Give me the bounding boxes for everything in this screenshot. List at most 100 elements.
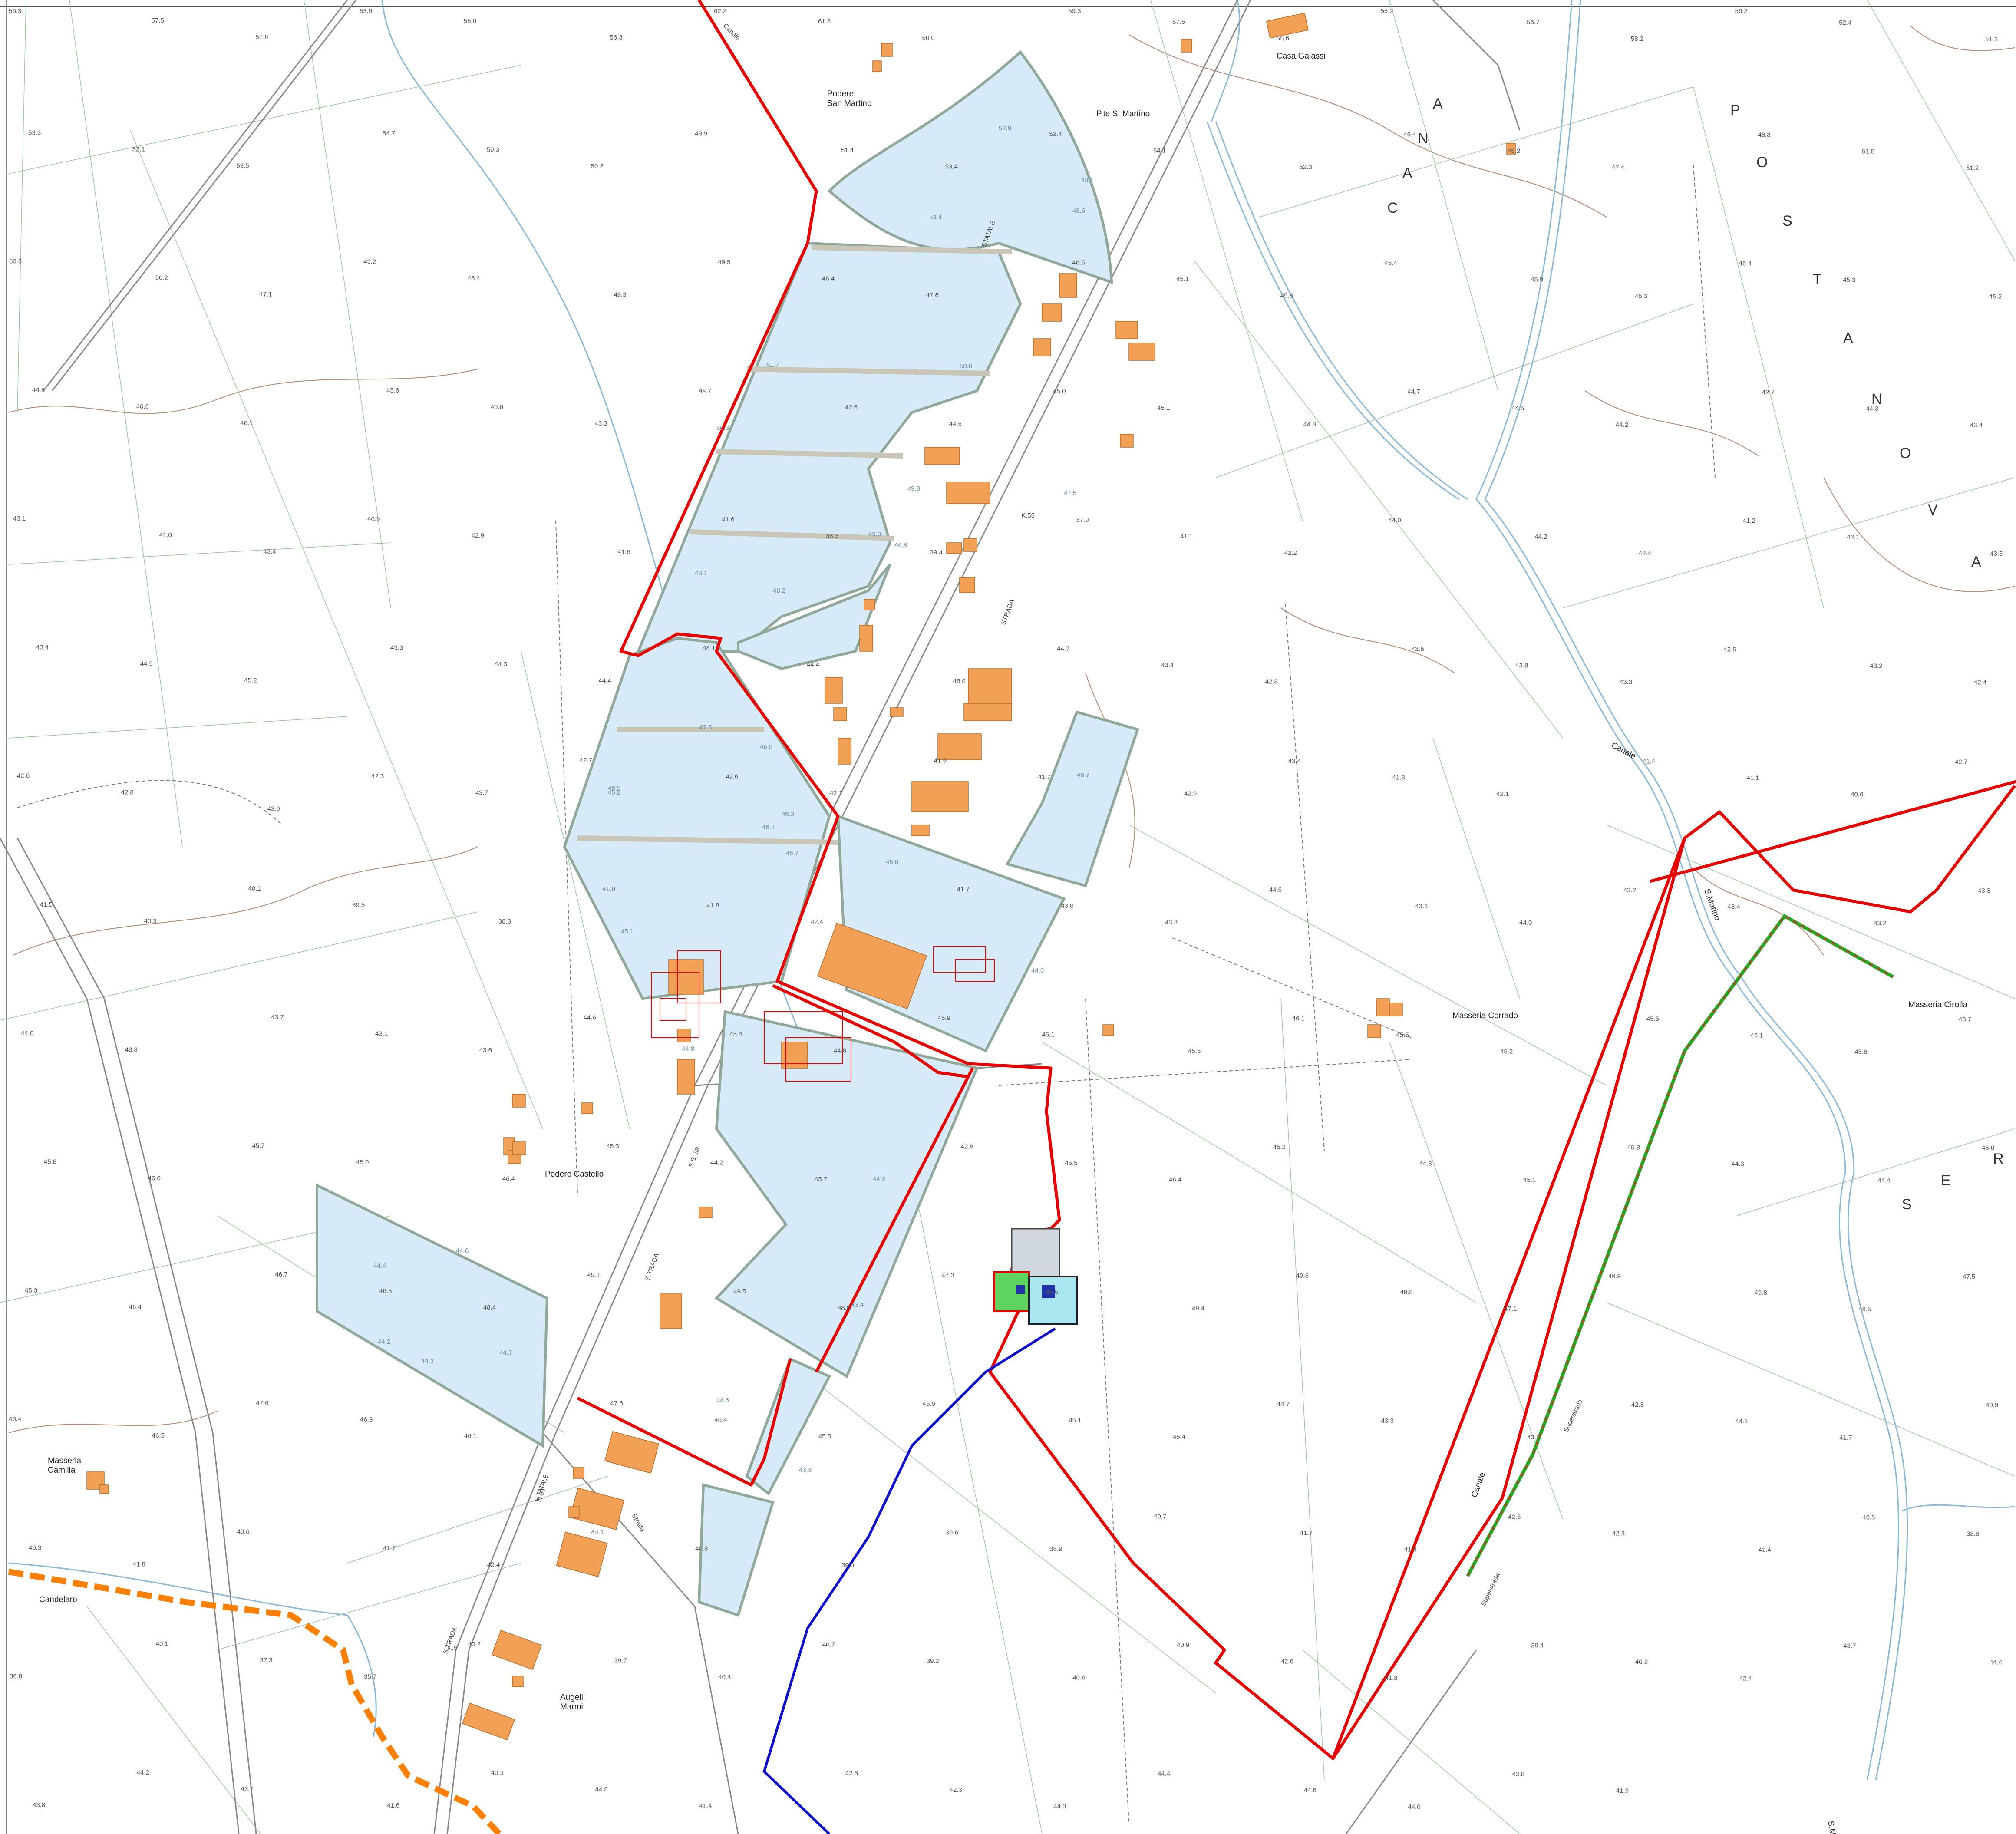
elevation-label: 42.8: [121, 789, 134, 796]
elevation-label: 47.1: [1504, 1305, 1517, 1313]
elevation-label: 45.0: [1053, 388, 1066, 395]
elevation-label: 40.7: [1154, 1513, 1166, 1520]
elevation-label: 48.3: [614, 291, 627, 299]
elevation-label: 41.7: [383, 1544, 396, 1552]
elevation-label: 45.1: [1042, 1031, 1054, 1038]
elevation-label: 49.5: [718, 259, 730, 266]
elevation-label: 42.9: [472, 532, 484, 539]
spaced-map-label: S: [1782, 213, 1793, 229]
field-value-label: 48.2: [773, 587, 785, 594]
elevation-label: 39.5: [352, 901, 365, 909]
elevation-label: 40.6: [1851, 791, 1863, 798]
place-label: Masseria Corrado: [1452, 1011, 1518, 1020]
elevation-label: 44.8: [1303, 421, 1316, 428]
elevation-label: 42.4: [811, 918, 823, 926]
elevation-label: 45.6: [1854, 1048, 1867, 1056]
elevation-label: 45.1: [1069, 1417, 1081, 1424]
field-value-label: 46.7: [1077, 772, 1089, 779]
dashed-tracks: [17, 165, 1716, 1824]
elevation-label: 52.4: [1049, 130, 1062, 138]
elevation-label: 44.3: [1732, 1161, 1744, 1168]
elevation-label: 41.7: [1300, 1529, 1313, 1537]
elevation-label: 43.5: [1990, 550, 2003, 557]
elevation-label: 46.6: [136, 403, 149, 410]
elevation-label: 40.3: [144, 917, 157, 925]
elevation-label: 45.5: [1396, 1031, 1409, 1039]
elevation-label: 39.6: [946, 1529, 958, 1536]
elevation-label: 44.8: [834, 1047, 846, 1054]
elevation-label: 43.4: [1970, 422, 1983, 429]
elevation-label: 45.3: [25, 1287, 37, 1294]
elevation-label: 46.0: [148, 1175, 161, 1182]
elevation-label: 57.5: [152, 17, 164, 24]
elevation-label: 46.4: [714, 1416, 727, 1424]
elevation-label: 53.3: [28, 129, 41, 136]
field-value-label: 51.7: [766, 361, 779, 369]
elevation-label: 44.4: [807, 661, 819, 668]
elevation-label: 40.9: [367, 515, 380, 523]
field-value-label: 47.5: [699, 724, 712, 731]
elevation-label: 42.2: [1284, 549, 1297, 557]
elevation-label: 43.5: [1527, 1434, 1540, 1441]
elevation-label: 43.4: [1728, 903, 1740, 910]
elevation-label: 42.3: [1612, 1530, 1625, 1537]
elevation-label: 40.6: [1072, 1674, 1085, 1682]
elevation-label: 45.5: [1188, 1047, 1201, 1055]
elevation-label: 41.1: [1747, 775, 1759, 782]
field-value-label: 49.0: [868, 531, 881, 538]
elevation-label: 41.7: [957, 886, 970, 893]
elevation-label: 41.6: [387, 1802, 399, 1809]
elevation-label: 37.9: [1076, 516, 1089, 524]
elevation-label: 49.6: [1296, 1272, 1309, 1280]
spaced-map-label: P: [1730, 102, 1741, 119]
elevation-label: 56.7: [1527, 19, 1539, 26]
elevation-label: 47.1: [259, 291, 272, 298]
elevation-label: 46.5: [1072, 259, 1085, 267]
elevation-label: 45.8: [1280, 292, 1293, 300]
elevation-label: 56.2: [1735, 7, 1748, 15]
elevation-label: 45.7: [252, 1142, 264, 1150]
elevation-label: 54.1: [1153, 147, 1166, 154]
elevation-label: 46.6: [1046, 1288, 1058, 1296]
elevation-label: 44.6: [949, 420, 962, 428]
elevation-label: 44.2: [710, 1159, 723, 1167]
elevation-label: 48.8: [838, 1304, 850, 1312]
elevation-label: 51.5: [1862, 148, 1874, 155]
elevation-label: 45.2: [1989, 293, 2002, 300]
elevation-label: 38.6: [1967, 1530, 1979, 1537]
elevation-label: 38.3: [826, 532, 838, 540]
elevation-label: 44.2: [1616, 421, 1628, 429]
elevation-label: 40.2: [468, 1641, 481, 1648]
elevation-label: 44.0: [1519, 919, 1532, 927]
buildings: [86, 13, 1516, 1741]
elevation-label: 45.2: [1273, 1144, 1286, 1151]
elevation-label: 46.3: [1635, 293, 1647, 300]
elevation-label: 46.9: [360, 1416, 373, 1423]
elevation-label: 50.3: [487, 146, 499, 153]
elevation-label: 43.7: [241, 1785, 253, 1793]
elevation-label: 39.7: [614, 1657, 627, 1665]
elevation-label: 41.8: [1404, 1546, 1416, 1553]
elevation-label: 41.6: [722, 516, 734, 523]
field-value-label: 52.9: [999, 125, 1011, 132]
elevation-label: 42.1: [1496, 791, 1509, 798]
elevation-label: 43.6: [1411, 645, 1424, 653]
elevation-label: 43.6: [479, 1046, 492, 1054]
elevation-label: 43.1: [1415, 903, 1428, 910]
elevation-label: 45.3: [607, 1143, 619, 1150]
elevation-label: 42.7: [1955, 759, 1967, 766]
elevation-label: 46.1: [1292, 1015, 1305, 1022]
field-value-label: 53.4: [929, 214, 942, 221]
elevation-label: 43.2: [1870, 662, 1882, 670]
elevation-label: 57.5: [1172, 18, 1185, 26]
elevation-label: 42.9: [1184, 790, 1197, 798]
elevation-label: 41.1: [1180, 533, 1193, 540]
elevation-label: 48.8: [1758, 131, 1771, 139]
elevation-label: 40.9: [1986, 1402, 1998, 1409]
elevation-label: 35.7: [364, 1673, 376, 1681]
elevation-label: 55.6: [464, 17, 476, 25]
elevation-label: 46.4: [1739, 260, 1752, 267]
elevation-label: 43.2: [1874, 920, 1886, 927]
